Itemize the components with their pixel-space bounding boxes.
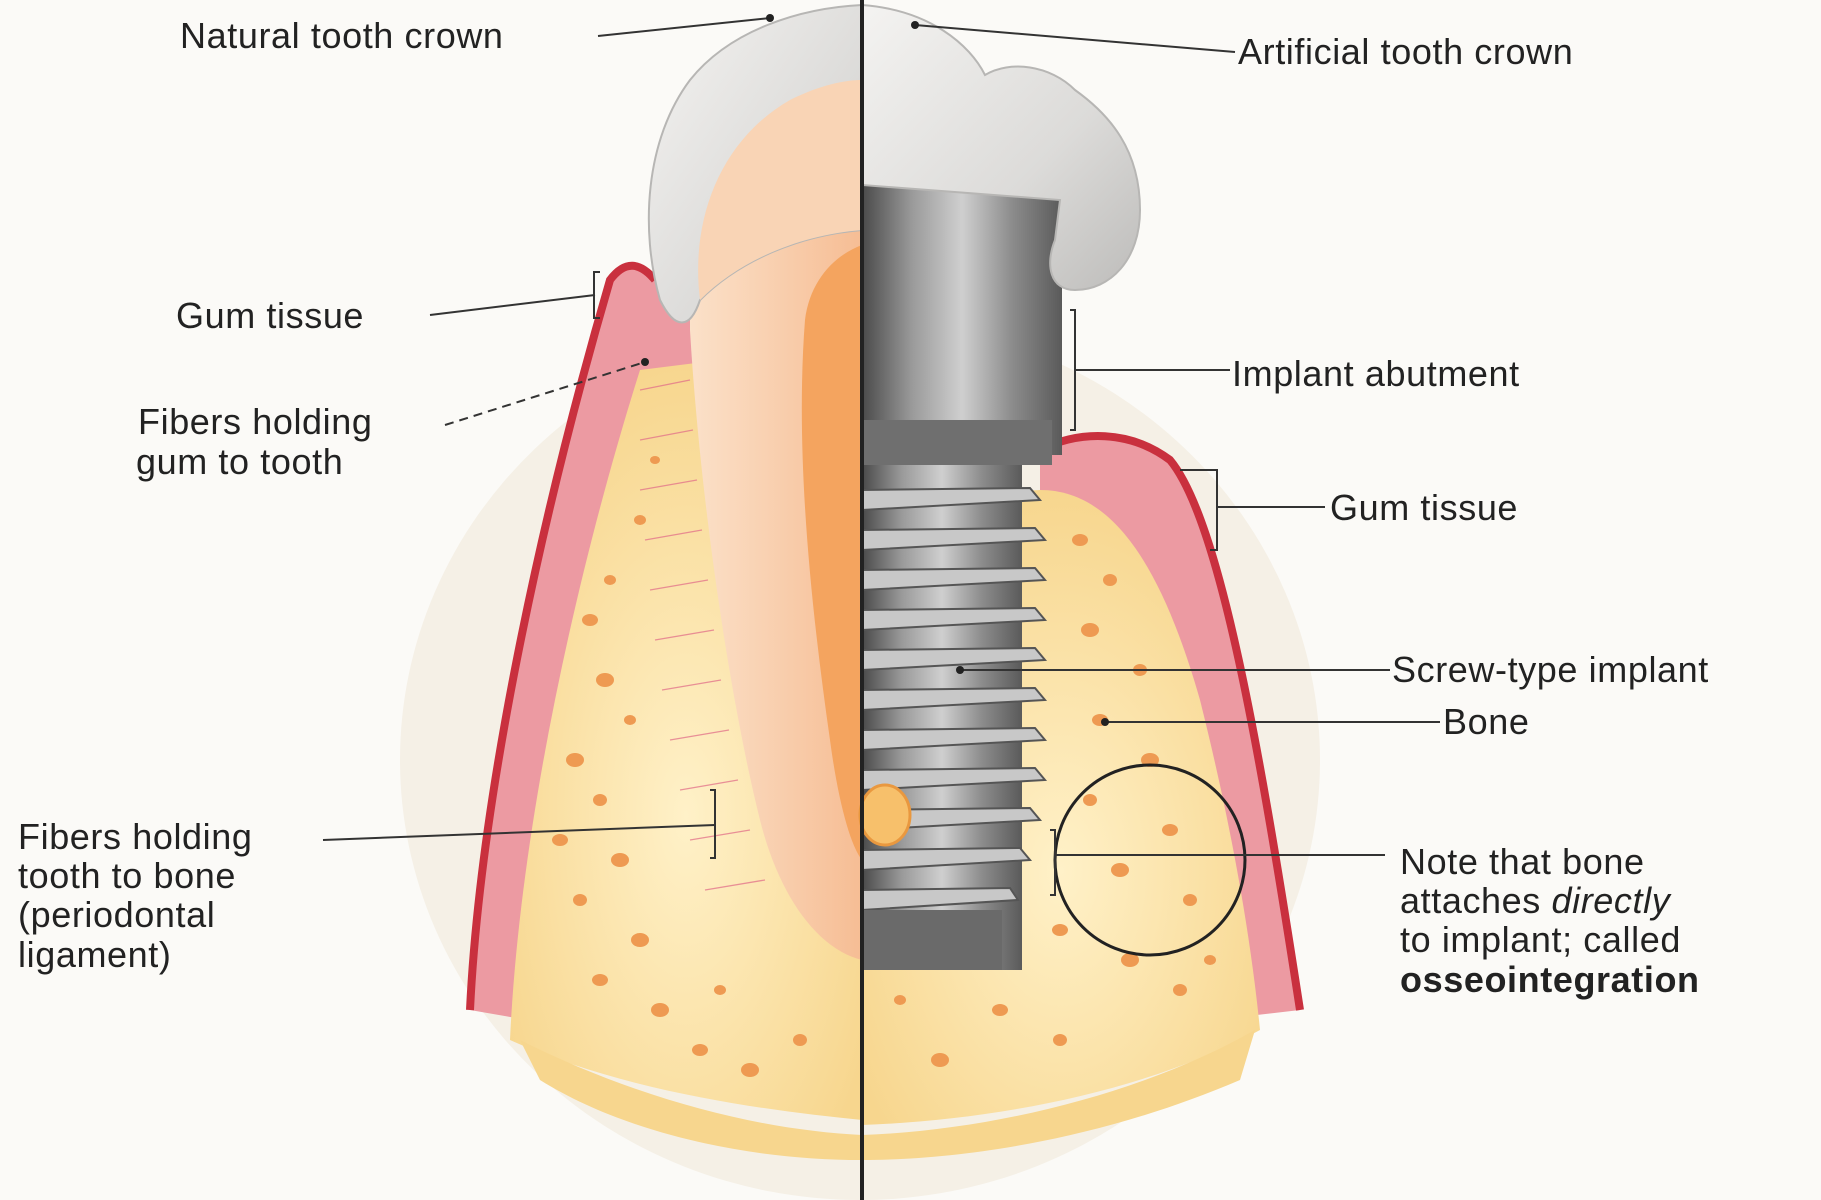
label-note-line2-plain: attaches <box>1400 880 1552 921</box>
label-bone: Bone <box>1443 702 1529 742</box>
label-gum-tissue-left: Gum tissue <box>176 296 364 336</box>
label-implant-abutment: Implant abutment <box>1232 354 1520 394</box>
label-fibers-gum-line1: Fibers holding <box>138 402 373 442</box>
label-note-line3: to implant; called <box>1400 920 1681 960</box>
label-fibers-bone-line2: tooth to bone <box>18 856 236 896</box>
label-note-line1: Note that bone <box>1400 842 1645 882</box>
label-fibers-bone-line3: (periodontal <box>18 895 215 935</box>
label-screw-type-implant: Screw-type implant <box>1392 650 1709 690</box>
label-natural-tooth-crown: Natural tooth crown <box>180 16 504 56</box>
label-osseointegration: osseointegration <box>1400 960 1700 1000</box>
implant-abutment-shape <box>862 185 1062 455</box>
label-fibers-gum-line2: gum to tooth <box>136 442 343 482</box>
label-note-line2: attaches directly <box>1400 881 1670 921</box>
label-note-line2-emphasis: directly <box>1552 880 1671 921</box>
label-artificial-tooth-crown: Artificial tooth crown <box>1238 32 1573 72</box>
label-gum-tissue-right: Gum tissue <box>1330 488 1518 528</box>
screw-tip <box>862 910 1002 970</box>
label-fibers-bone-line1: Fibers holding <box>18 817 253 857</box>
abutment-collar <box>862 420 1052 465</box>
bone-nodule <box>860 785 910 845</box>
label-fibers-bone-line4: ligament) <box>18 935 171 975</box>
